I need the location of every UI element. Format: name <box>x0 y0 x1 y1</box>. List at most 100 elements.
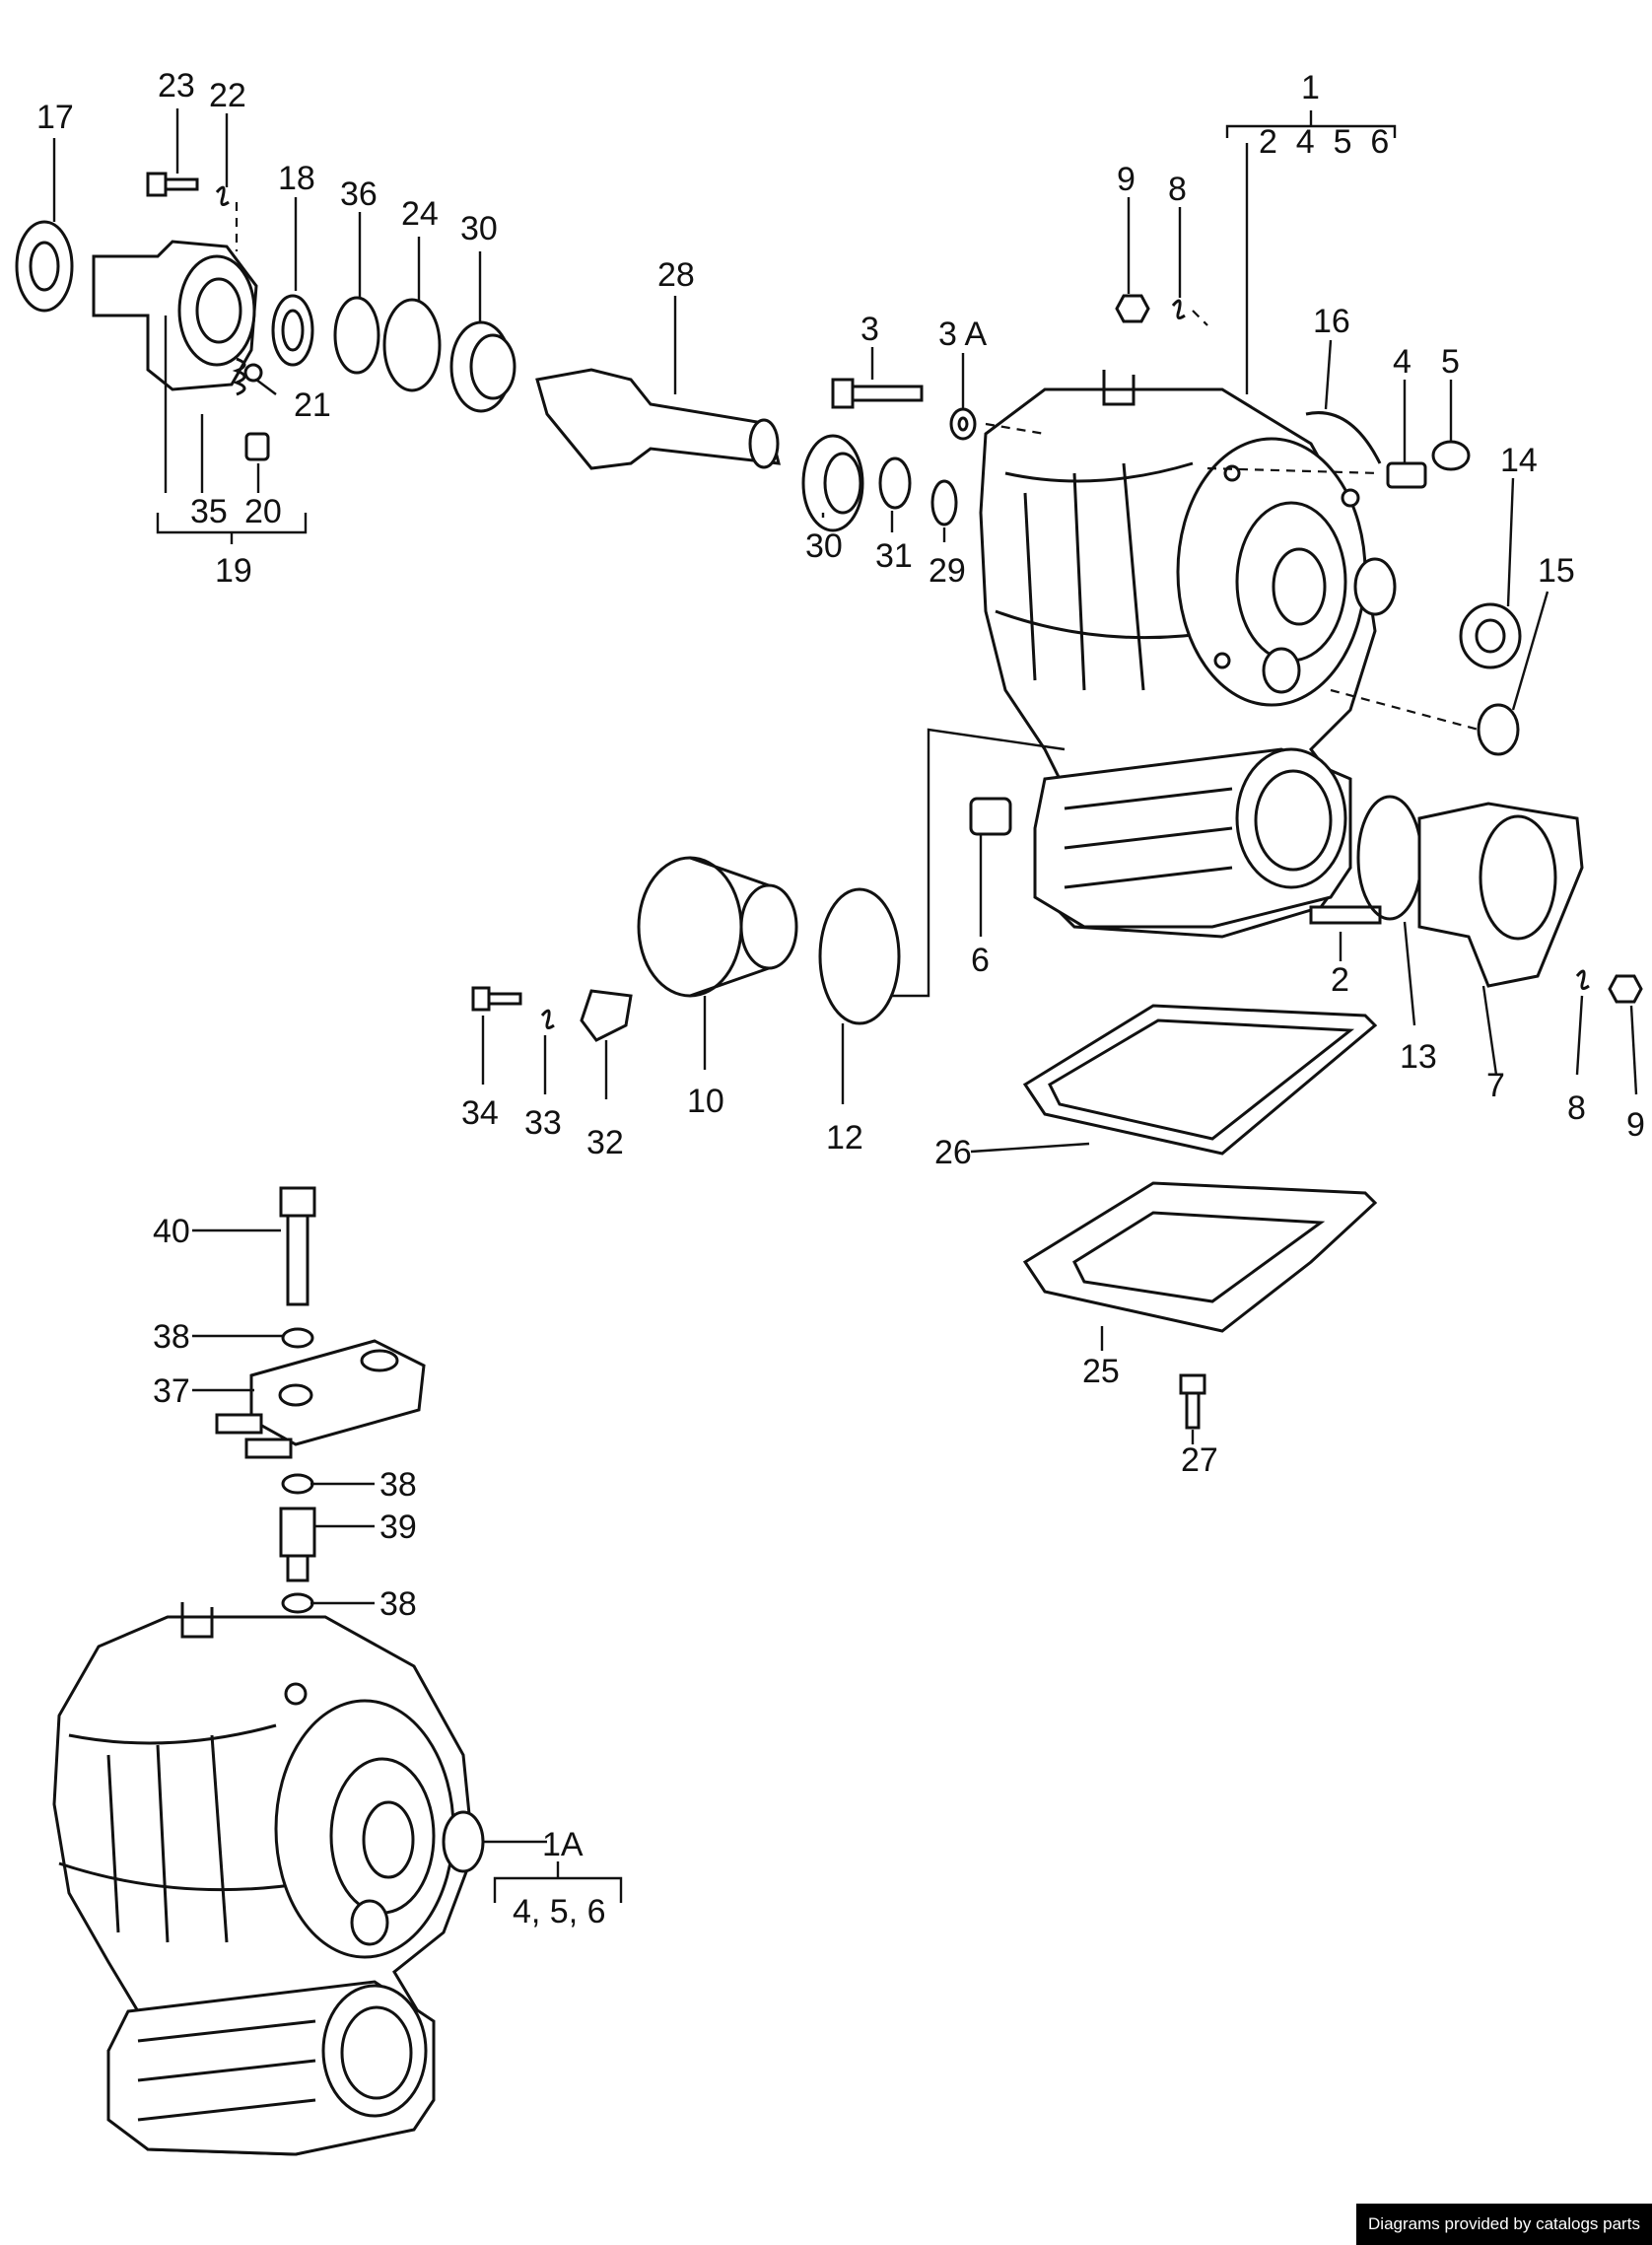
callout-15: 15 <box>1538 552 1575 590</box>
bolt-40 <box>279 1186 316 1306</box>
spring-35 <box>232 357 246 396</box>
seal-14 <box>1459 602 1522 669</box>
o-ring-38-mid <box>281 1473 314 1495</box>
housing-cover-19 <box>92 240 258 391</box>
group-bracket-1a <box>493 1861 623 1903</box>
cap-5 <box>1431 440 1471 471</box>
callout-8-top: 8 <box>1168 171 1187 208</box>
pinion-shaft-28 <box>535 368 781 470</box>
transmission-housing-lower <box>52 1602 485 2156</box>
callout-38-mid: 38 <box>379 1466 417 1504</box>
callout-25: 25 <box>1082 1353 1120 1390</box>
credit-banner: Diagrams provided by catalogs parts <box>1356 2204 1652 2245</box>
o-ring-29 <box>930 479 958 526</box>
seal-15 <box>1477 703 1520 756</box>
o-ring-13 <box>1356 795 1423 921</box>
nut-9-side <box>1608 974 1643 1004</box>
callout-35: 35 <box>190 493 228 530</box>
washer-3a <box>949 407 977 441</box>
o-ring-38-bottom <box>281 1592 314 1614</box>
group-bracket-1 <box>1225 110 1397 138</box>
callout-1a: 1A <box>542 1826 584 1863</box>
side-flange-7 <box>1417 802 1584 988</box>
ring-31 <box>878 456 912 510</box>
bearing-30-a <box>449 320 516 413</box>
group-bracket-19 <box>156 513 308 544</box>
transmission-housing-upper <box>979 370 1397 939</box>
callout-19: 19 <box>215 552 252 590</box>
bearing-30-b <box>801 434 864 532</box>
nut-9-top <box>1115 294 1150 323</box>
stud-2 <box>1309 905 1382 925</box>
callout-32: 32 <box>586 1124 624 1161</box>
callout-7: 7 <box>1486 1067 1505 1104</box>
o-ring-36 <box>333 296 380 375</box>
callout-30-a: 30 <box>460 210 498 247</box>
callout-30-b: 30 <box>805 527 843 565</box>
callout-9-top: 9 <box>1117 161 1136 198</box>
gasket-26 <box>1022 1004 1378 1156</box>
callout-24: 24 <box>401 195 439 233</box>
callout-labels: 1 1A 2 3 3 A 4 5 6 7 8 8 9 9 10 12 13 14… <box>36 67 1645 1930</box>
callout-20: 20 <box>244 493 282 530</box>
bolt-27 <box>1179 1373 1206 1430</box>
callout-37: 37 <box>153 1372 190 1410</box>
cooler-block-37 <box>215 1339 426 1459</box>
callout-13: 13 <box>1400 1038 1437 1076</box>
callout-2: 2 <box>1331 961 1349 999</box>
callout-3a: 3 A <box>938 316 987 353</box>
leader-lines <box>52 108 1638 1844</box>
o-ring-38-top <box>281 1327 314 1349</box>
clip-16 <box>1305 411 1382 464</box>
callout-3: 3 <box>860 311 879 348</box>
output-flange-17 <box>15 220 74 313</box>
callout-6: 6 <box>971 942 990 979</box>
callout-5: 5 <box>1441 343 1460 381</box>
washer-22 <box>215 185 230 207</box>
callout-18: 18 <box>278 160 315 197</box>
bolt-3 <box>831 378 924 409</box>
callout-17: 17 <box>36 99 74 136</box>
callout-28: 28 <box>657 256 695 294</box>
bolt-23 <box>146 172 199 197</box>
bolt-34 <box>471 986 522 1012</box>
callout-29: 29 <box>929 552 966 590</box>
bracket-32 <box>580 989 633 1042</box>
callout-40: 40 <box>153 1213 190 1250</box>
ball-21 <box>243 363 263 383</box>
callout-9-side: 9 <box>1626 1106 1645 1144</box>
callout-23: 23 <box>158 67 195 105</box>
callout-16: 16 <box>1313 303 1350 340</box>
drain-plug-6 <box>969 797 1012 836</box>
washer-33 <box>540 1009 555 1030</box>
callout-12: 12 <box>826 1119 863 1157</box>
callout-21: 21 <box>294 386 331 424</box>
flange-seal-10 <box>637 856 798 998</box>
callout-10: 10 <box>687 1083 724 1120</box>
plug-4 <box>1386 461 1427 489</box>
callout-39: 39 <box>379 1508 417 1546</box>
o-ring-24 <box>382 298 442 392</box>
washer-8-top <box>1171 299 1186 320</box>
piston-20 <box>244 432 270 461</box>
group-label-1: 2 4 5 6 <box>1259 123 1389 161</box>
callout-14: 14 <box>1500 442 1538 479</box>
o-ring-12 <box>818 887 901 1025</box>
oil-pan-25 <box>1022 1181 1378 1333</box>
callout-33: 33 <box>524 1104 562 1142</box>
seal-18 <box>271 294 314 367</box>
callout-34: 34 <box>461 1094 499 1132</box>
callout-27: 27 <box>1181 1441 1218 1479</box>
callout-1: 1 <box>1301 69 1320 106</box>
callout-26: 26 <box>934 1134 972 1171</box>
fitting-39 <box>279 1507 316 1582</box>
callout-4: 4 <box>1393 343 1411 381</box>
callout-38-top: 38 <box>153 1318 190 1356</box>
callout-22: 22 <box>209 77 246 114</box>
callout-38-bottom: 38 <box>379 1585 417 1623</box>
group-label-1a: 4, 5, 6 <box>513 1893 606 1930</box>
callout-36: 36 <box>340 175 378 213</box>
washer-8-side <box>1575 969 1590 991</box>
callout-8-side: 8 <box>1567 1089 1586 1127</box>
